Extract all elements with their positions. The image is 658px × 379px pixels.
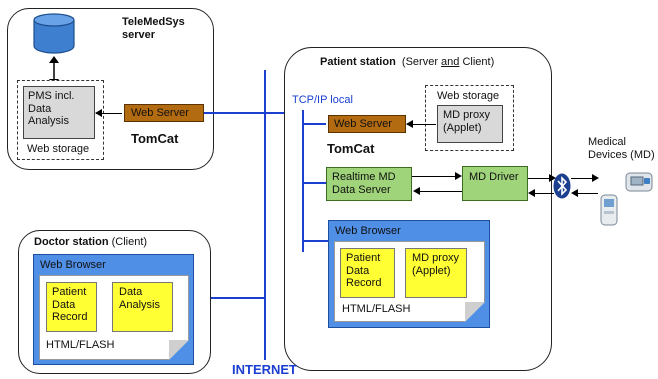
internet-label: INTERNET	[232, 362, 297, 377]
webserver-proxy-arrowhead	[406, 120, 413, 128]
bt-device-arrowhead-top	[592, 174, 599, 182]
server-web-storage-label: Web storage	[27, 143, 90, 155]
patient-doc-fold	[465, 302, 485, 322]
server-link-line	[204, 112, 285, 114]
tcp-browser-line	[302, 240, 328, 242]
tcp-ip-label: TCP/IP local	[292, 94, 353, 106]
patient-tomcat-label: TomCat	[327, 141, 375, 156]
patient-md-proxy-box: MD proxy (Applet)	[405, 248, 467, 298]
bluetooth-icon	[553, 173, 571, 199]
doctor-doc-fold	[169, 340, 189, 360]
doctor-link-line	[211, 297, 266, 299]
realtime-driver-arrowhead-top	[455, 172, 462, 180]
tcp-webserver-line	[302, 123, 326, 125]
internet-backbone-line	[264, 70, 266, 360]
realtime-md-server-box: Realtime MD Data Server	[326, 167, 412, 201]
bt-device-arrowhead-bottom	[571, 189, 578, 197]
driver-bt-arrowhead-top	[549, 174, 556, 182]
doctor-data-analysis-box: Data Analysis	[112, 282, 173, 332]
pms-webserver-arrowhead	[95, 109, 102, 117]
md-driver-box: MD Driver	[462, 166, 528, 201]
patient-web-server-box: Web Server	[328, 115, 406, 133]
md-proxy-storage-box: MD proxy (Applet)	[437, 105, 503, 143]
patient-data-record-box: Patient Data Record	[340, 248, 395, 298]
medical-device-pen-icon	[600, 194, 618, 226]
server-tomcat-label: TomCat	[131, 131, 179, 146]
server-web-server-box: Web Server	[124, 104, 204, 122]
realtime-driver-arrow-top	[412, 176, 455, 177]
medical-device-meter-icon	[625, 172, 653, 192]
pms-webserver-arrow	[96, 113, 122, 114]
tcp-local-line	[302, 110, 304, 252]
webserver-proxy-arrow	[407, 124, 436, 125]
medical-devices-label: Medical Devices (MD)	[588, 136, 655, 161]
doctor-patient-record-box: Patient Data Record	[46, 282, 97, 332]
patient-station-title: Patient station (Server and Client)	[320, 56, 495, 68]
server-title: TeleMedSys server	[122, 16, 185, 41]
driver-bt-arrowhead-bottom	[528, 189, 535, 197]
doctor-html-flash-label: HTML/FLASH	[46, 339, 115, 351]
doctor-web-browser-label: Web Browser	[40, 259, 106, 271]
driver-bt-arrow-bottom	[534, 193, 554, 194]
patient-web-storage-label: Web storage	[437, 90, 500, 102]
tcp-realtime-line	[302, 182, 326, 184]
bt-device-arrow-top	[571, 178, 593, 179]
realtime-driver-arrowhead-bottom	[413, 187, 420, 195]
pms-box: PMS incl. Data Analysis	[23, 86, 95, 139]
realtime-driver-arrow-bottom	[419, 191, 462, 192]
doctor-station-title: Doctor station (Client)	[34, 236, 148, 248]
bt-device-arrow-bottom	[578, 193, 598, 194]
database-icon	[33, 13, 75, 54]
patient-web-browser-label: Web Browser	[335, 225, 401, 237]
patient-html-flash-label: HTML/FLASH	[342, 303, 411, 315]
driver-bt-arrow-top	[528, 178, 550, 179]
